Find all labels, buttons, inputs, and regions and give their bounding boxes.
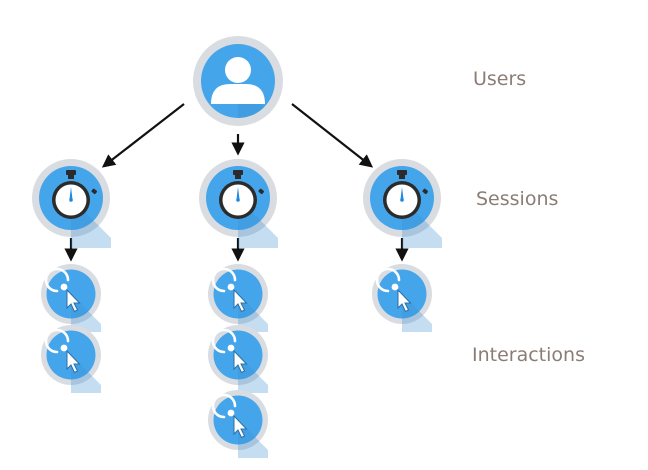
session-node-2 xyxy=(199,159,278,248)
level-label-interactions: Interactions xyxy=(472,344,585,366)
interaction-node xyxy=(41,264,101,332)
cursor-click-icon xyxy=(44,328,81,374)
user-node xyxy=(193,36,283,126)
cursor-click-icon xyxy=(375,267,412,313)
cursor-click-icon xyxy=(211,267,248,313)
stopwatch-icon xyxy=(219,170,264,219)
interaction-node xyxy=(372,264,432,332)
session-node-3 xyxy=(363,159,442,248)
interaction-node xyxy=(41,325,101,393)
interaction-node xyxy=(208,264,268,332)
user-icon xyxy=(211,57,265,104)
interaction-node xyxy=(208,325,268,393)
cursor-click-icon xyxy=(211,328,248,374)
session-node-1 xyxy=(32,159,111,248)
cursor-click-icon xyxy=(44,267,81,313)
interaction-node xyxy=(208,390,268,458)
cursor-click-icon xyxy=(211,393,248,439)
arrow-user-to-session-3 xyxy=(291,103,374,168)
stopwatch-icon xyxy=(52,170,97,219)
stopwatch-icon xyxy=(383,170,428,219)
arrows xyxy=(64,103,409,262)
level-label-sessions: Sessions xyxy=(476,188,559,210)
arrow-user-to-session-1 xyxy=(101,103,185,168)
level-label-users: Users xyxy=(473,68,527,90)
